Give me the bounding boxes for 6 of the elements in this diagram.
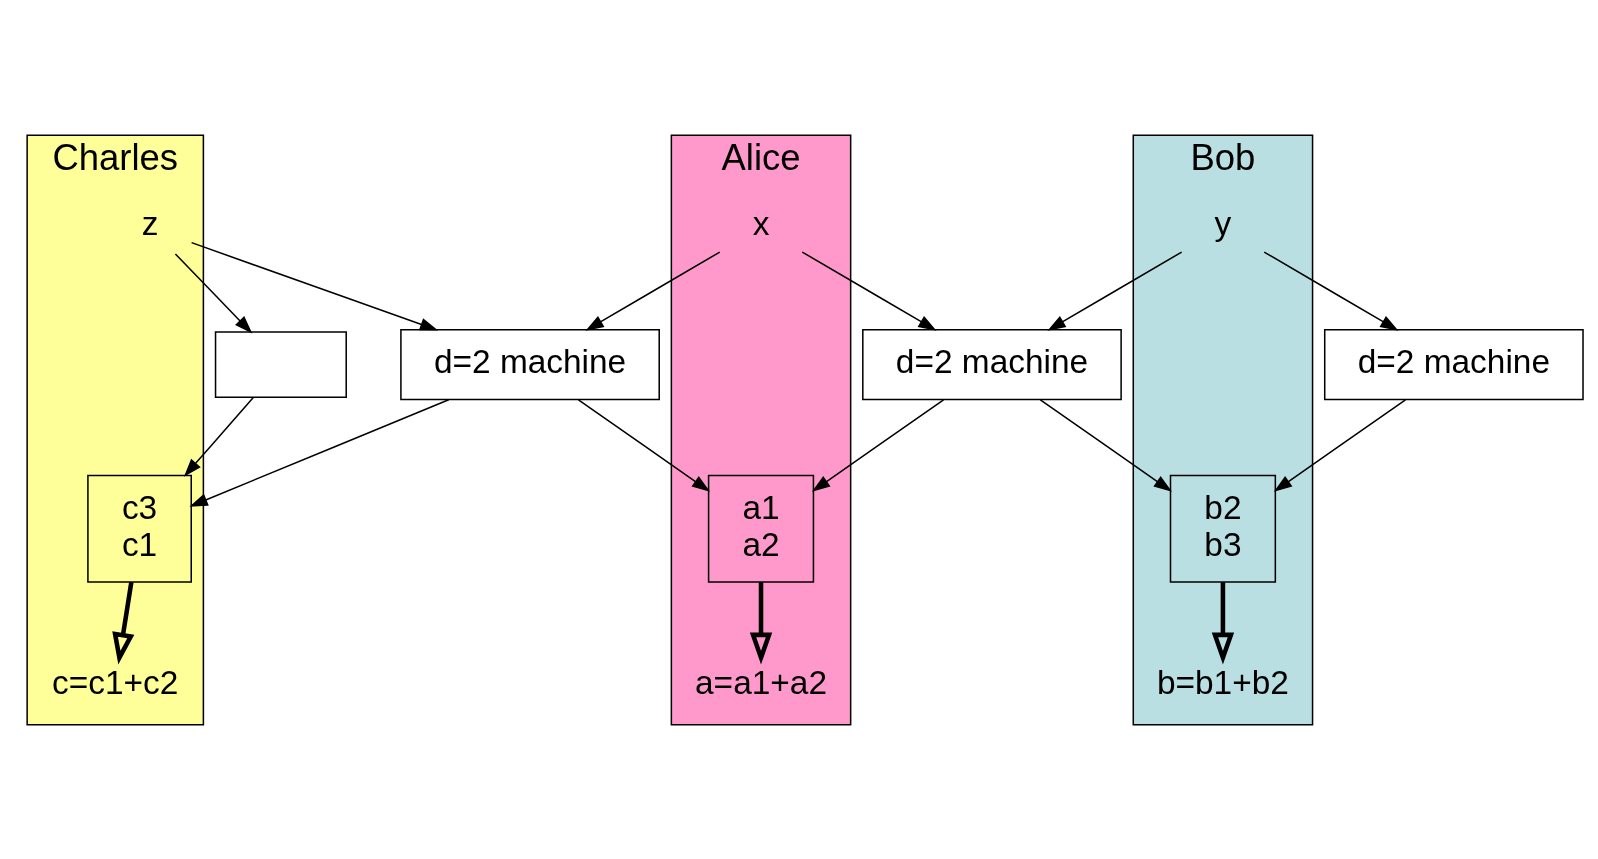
node-text: c=c1+c2 bbox=[52, 663, 179, 701]
node-text: x bbox=[752, 204, 770, 242]
node-text: a=a1+a2 bbox=[695, 663, 827, 701]
node-text: b=b1+b2 bbox=[1156, 663, 1289, 701]
node-text: z bbox=[141, 204, 159, 242]
node-text: y bbox=[1214, 204, 1232, 242]
